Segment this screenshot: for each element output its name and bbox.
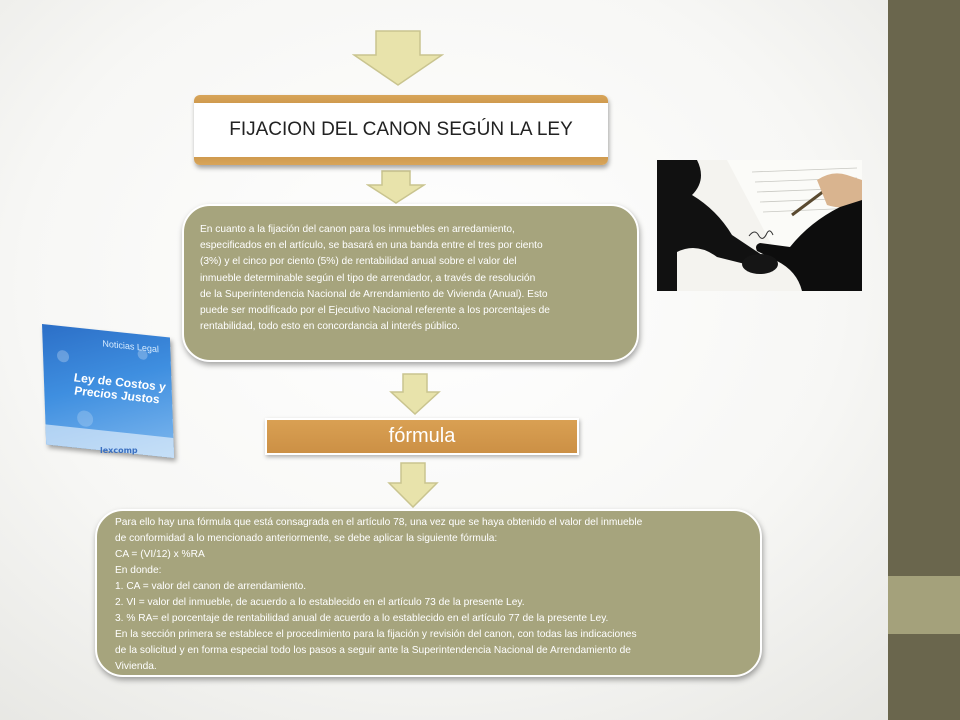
arrow-down-icon [387, 462, 439, 508]
title-text: FIJACION DEL CANON SEGÚN LA LEY [229, 119, 573, 140]
text-line: especificados en el artículo, se basará … [200, 240, 543, 252]
arrow-down-icon [352, 30, 444, 86]
book-pattern-icon [45, 349, 175, 459]
text-line: En cuanto a la fijación del canon para l… [200, 224, 515, 235]
formula-box: fórmula [265, 418, 579, 455]
text-line: 2. VI = valor del inmueble, de acuerdo a… [115, 597, 525, 608]
formula-description-box: Para ello hay una fórmula que está consa… [95, 509, 762, 677]
arrow-down-icon [389, 373, 441, 415]
handshake-silhouette-icon [657, 160, 862, 291]
arrow-down-icon [366, 170, 426, 204]
text-line: Vivienda. [115, 661, 157, 672]
text-line: 1. CA = valor del canon de arrendamiento… [115, 581, 307, 592]
text-line: Para ello hay una fórmula que está consa… [115, 517, 643, 528]
text-line: En la sección primera se establece el pr… [115, 629, 637, 640]
book-cover: Noticias Legal Ley de Costos y Precios J… [42, 324, 175, 459]
text-line: CA = (VI/12) x %RA [115, 549, 205, 560]
formula-label: fórmula [388, 425, 456, 447]
text-line: rentabilidad, todo esto en concordancia … [200, 321, 460, 333]
title-box: FIJACION DEL CANON SEGÚN LA LEY [194, 95, 608, 165]
book-brand: lexcomp [100, 446, 138, 455]
text-line: inmueble determinable según el tipo de a… [200, 272, 536, 284]
text-line: puede ser modificado por el Ejecutivo Na… [200, 305, 550, 317]
law-book-image: Noticias Legal Ley de Costos y Precios J… [34, 324, 194, 484]
text-line: 3. % RA= el porcentaje de rentabilidad a… [115, 613, 609, 624]
text-line: En donde: [115, 565, 162, 576]
text-line: de la solicitud y en forma especial todo… [115, 645, 631, 656]
sidebar-accent-block [888, 576, 960, 634]
text-line: de la Superintendencia Nacional de Arren… [200, 288, 548, 300]
text-line: de conformidad a lo mencionado anteriorm… [115, 533, 498, 544]
handshake-contract-image [657, 160, 862, 291]
text-line: (3%) y el cinco por ciento (5%) de renta… [200, 256, 517, 268]
canon-description-box: En cuanto a la fijación del canon para l… [182, 204, 639, 362]
